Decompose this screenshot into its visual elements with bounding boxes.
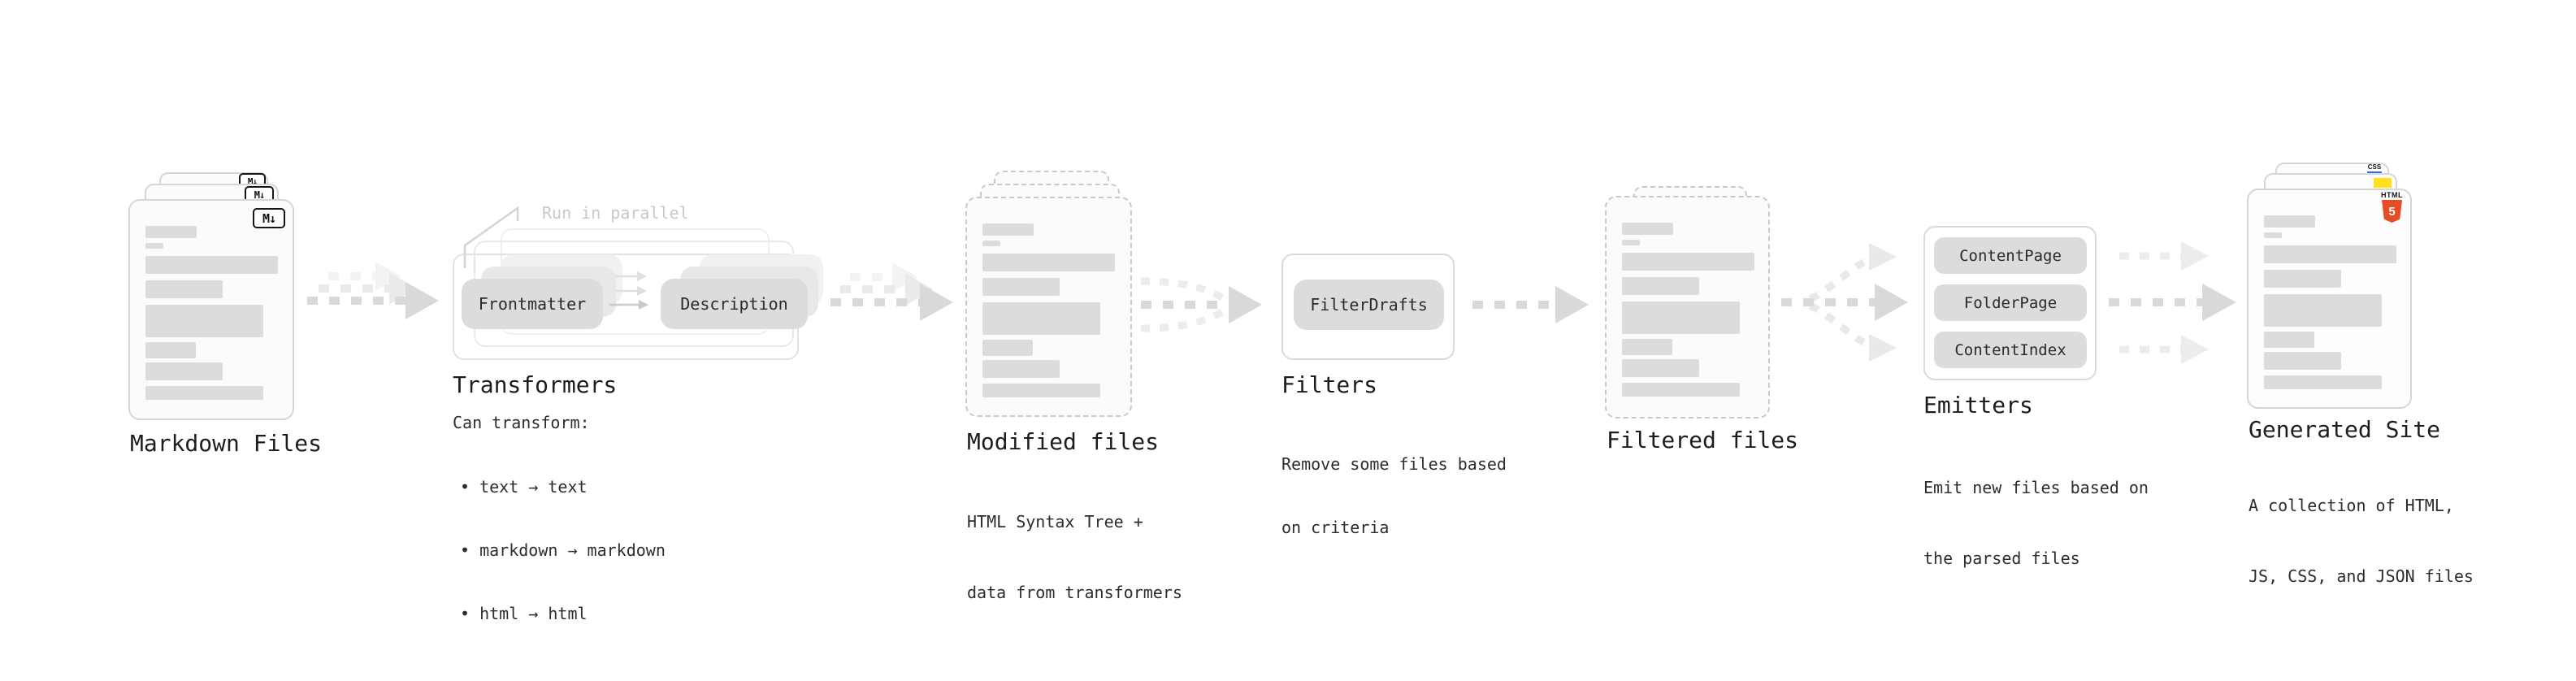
placeholder-text-bar [145, 305, 263, 337]
placeholder-text-bar [2264, 270, 2341, 288]
css3-icon: CSS [2366, 164, 2383, 175]
modified-file-card-front [965, 197, 1132, 417]
description-step: Description [661, 279, 808, 329]
filters-subtitle: Remove some files based on criteria [1281, 411, 1507, 580]
placeholder-text-bar [1622, 253, 1754, 271]
js-icon [2374, 178, 2392, 188]
placeholder-text-bar [2264, 375, 2382, 389]
modified-files-subtitle: HTML Syntax Tree + data from transformer… [967, 463, 1182, 652]
subtitle-line: data from transformers [967, 583, 1182, 602]
transformers-heading: Transformers [453, 371, 618, 398]
transformers-bullet-list: • text → text • markdown → markdown • ht… [460, 434, 666, 666]
subtitle-line: Emit new files based on [1923, 478, 2149, 497]
placeholder-text-bar [982, 223, 1034, 236]
filterdrafts-step: FilterDrafts [1294, 280, 1444, 330]
flow-arrow-modified-to-filters [1140, 277, 1262, 332]
placeholder-text-bar [2264, 352, 2341, 370]
flow-arrow-filters-to-filtered [1472, 286, 1589, 323]
placeholder-text-bar [2264, 215, 2315, 228]
placeholder-text-bar [982, 340, 1033, 356]
subtitle-line: JS, CSS, and JSON files [2249, 566, 2474, 586]
subtitle-line: A collection of HTML, [2249, 496, 2454, 515]
placeholder-text-bar [982, 302, 1100, 335]
placeholder-text-bar [145, 226, 197, 238]
transformers-description: Can transform: [453, 413, 590, 432]
placeholder-text-bar [145, 342, 196, 358]
subtitle-line: on criteria [1281, 518, 1390, 537]
generated-site-subtitle: A collection of HTML, JS, CSS, and JSON … [2249, 447, 2474, 635]
placeholder-text-bar [1622, 339, 1672, 355]
placeholder-text-bar [2264, 245, 2396, 263]
placeholder-text-bar [2264, 332, 2314, 348]
placeholder-text-bar [982, 360, 1060, 378]
markdown-files-label: Markdown Files [130, 430, 323, 457]
filtered-file-card-front [1605, 196, 1770, 419]
run-in-parallel-note: Run in parallel [542, 203, 689, 223]
folderpage-emitter: FolderPage [1934, 284, 2087, 321]
bullet-item: • text → text [460, 477, 588, 497]
bullet-item: • markdown → markdown [460, 540, 666, 560]
site-file-card-html [2247, 189, 2412, 409]
placeholder-text-bar [1622, 223, 1673, 235]
markdown-icon: M↓ [253, 208, 285, 228]
css-icon-label: CSS [2367, 163, 2382, 171]
placeholder-text-bar [1622, 301, 1740, 334]
placeholder-text-bar [1622, 277, 1699, 295]
filtered-files-label: Filtered files [1607, 427, 1799, 453]
flow-arrow-transformers-to-modified [830, 262, 953, 321]
filters-heading: Filters [1281, 371, 1378, 398]
placeholder-text-bar [145, 243, 163, 249]
flow-arrow-md-to-transformers [307, 262, 439, 319]
markdown-file-card-front [128, 199, 294, 420]
emitters-subtitle: Emit new files based on the parsed files [1923, 429, 2149, 618]
bullet-item: • html → html [460, 604, 588, 623]
modified-files-label: Modified files [967, 428, 1160, 455]
placeholder-text-bar [2264, 232, 2282, 238]
placeholder-text-bar [145, 280, 223, 298]
html5-icon-label: HTML [2381, 191, 2403, 199]
html5-icon-shield: 5 [2382, 200, 2402, 223]
placeholder-text-bar [145, 386, 263, 400]
placeholder-text-bar [982, 241, 1000, 246]
placeholder-text-bar [145, 362, 223, 380]
placeholder-text-bar [145, 256, 278, 274]
placeholder-text-bar [1622, 383, 1740, 397]
emitters-heading: Emitters [1923, 392, 2033, 419]
contentindex-emitter: ContentIndex [1934, 332, 2087, 368]
placeholder-text-bar [1622, 359, 1699, 377]
placeholder-text-bar [2264, 294, 2382, 327]
subtitle-line: HTML Syntax Tree + [967, 512, 1143, 531]
flow-arrow-filtered-to-emitters [1781, 243, 1908, 362]
generated-site-label: Generated Site [2249, 416, 2441, 443]
frontmatter-step: Frontmatter [462, 279, 603, 329]
placeholder-text-bar [982, 254, 1115, 271]
placeholder-text-bar [982, 384, 1100, 397]
css-icon-underline [2367, 171, 2382, 175]
html5-icon: HTML 5 [2381, 192, 2403, 223]
subtitle-line: the parsed files [1923, 549, 2080, 568]
placeholder-text-bar [982, 278, 1060, 296]
flow-arrow-emitters-to-site [2109, 241, 2236, 364]
subtitle-line: Remove some files based [1281, 454, 1507, 474]
contentpage-emitter: ContentPage [1934, 237, 2087, 274]
placeholder-text-bar [1622, 240, 1640, 245]
